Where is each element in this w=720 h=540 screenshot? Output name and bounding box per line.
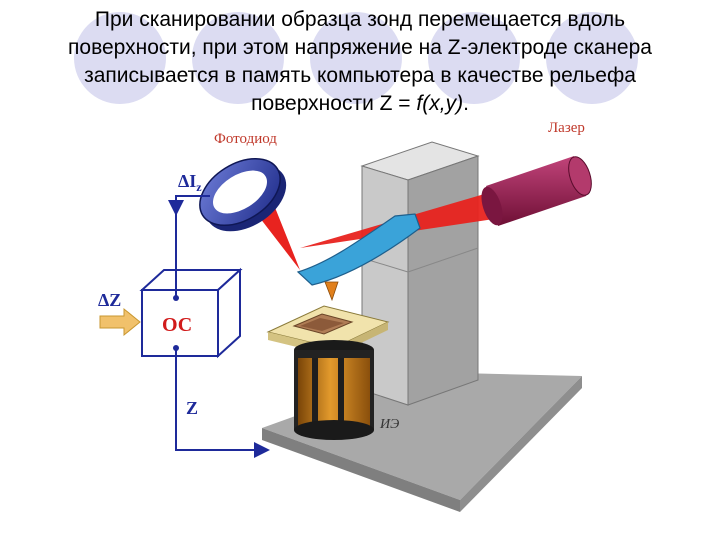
caption-line-4-suffix: . — [463, 92, 469, 115]
background-circles — [74, 12, 638, 104]
oc-box — [139, 267, 243, 359]
delta-iz-main: ΔI — [178, 171, 196, 191]
caption: При сканировании образца зонд перемещает… — [10, 6, 710, 118]
delta-iz-label: ΔIz — [178, 171, 202, 194]
stand-column — [360, 141, 480, 406]
caption-line-3: записывается в память компьютера в качес… — [84, 64, 636, 87]
caption-formula: f(x,y) — [416, 92, 464, 115]
ie-label: ИЭ — [379, 417, 399, 432]
laser-label: Лазер — [548, 120, 585, 136]
oc-label: ОС — [162, 314, 192, 336]
delta-z-arrow — [99, 307, 141, 337]
caption-line-4: поверхности Z = f(x,y). — [10, 90, 710, 118]
wire-node-bottom — [173, 345, 179, 351]
photodiode-label: Фотодиод — [214, 131, 277, 147]
wire-node-top — [173, 295, 179, 301]
photodiode — [199, 157, 287, 232]
delta-z-label: ΔZ — [98, 290, 121, 310]
caption-line-2: поверхности, при этом напряжение на Z-эл… — [68, 36, 652, 59]
piezo-scanner — [294, 340, 374, 440]
feedback-wiring — [168, 195, 270, 458]
caption-line-4-prefix: поверхности Z = — [251, 92, 417, 115]
cantilever — [296, 213, 421, 302]
z-label: Z — [186, 398, 198, 418]
delta-iz-sub: z — [196, 180, 202, 194]
caption-line-1: При сканировании образца зонд перемещает… — [94, 8, 626, 31]
